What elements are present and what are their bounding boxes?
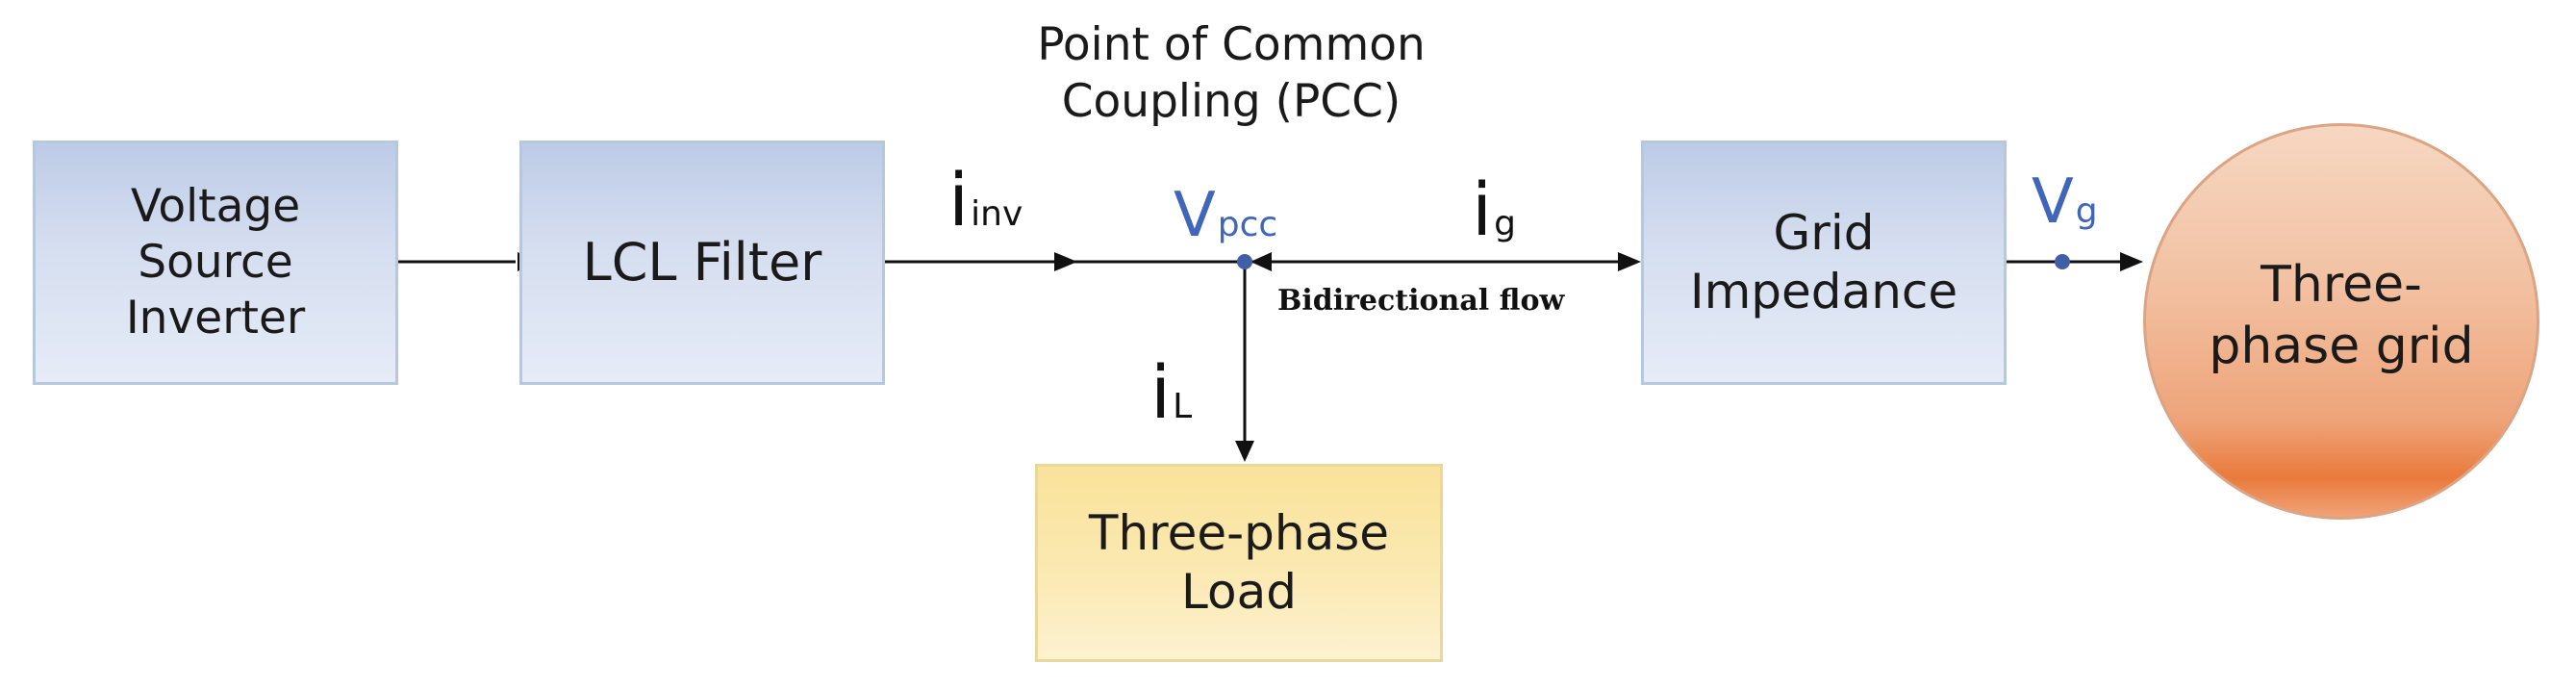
voltage-source-inverter-block: Voltage Source Inverter [33,140,398,385]
v-g-sub: g [2075,191,2098,231]
arrowhead-bidirectional-left [1250,252,1272,271]
i-g-main: i [1472,166,1493,252]
grid-line-1: Three- [2260,256,2422,315]
load-line-2: Load [1181,564,1297,620]
i-g-sub: g [1494,204,1516,243]
lcl-filter-block: LCL Filter [519,140,885,385]
v-pcc-main: V [1174,180,1216,251]
bidirectional-flow-label: Bidirectional flow [1277,284,1565,318]
pcc-node [1237,254,1252,269]
v-g-main: V [2032,166,2074,238]
lcl-filter-label: LCL Filter [582,231,822,293]
grid-line-2: phase grid [2209,318,2474,375]
pcc-title-line-2: Coupling (PCC) [1061,74,1402,128]
i-l-main: i [1150,349,1172,435]
v-pcc-sub: pcc [1217,205,1278,244]
label-i-g: ig [1472,173,1516,246]
pcc-title-line-1: Point of Common [1037,18,1426,71]
label-v-pcc: Vpcc [1174,185,1277,246]
vsi-line-1: Voltage [130,180,301,234]
arrowhead-i-l [1235,441,1254,462]
grid-impedance-block: Grid Impedance [1641,140,2007,385]
arrowhead-i-inv [1054,252,1077,271]
arrowhead-to-grid [2120,252,2143,271]
i-l-sub: L [1173,387,1193,426]
i-inv-main: i [948,157,970,242]
label-i-inv: iinv [948,164,1023,237]
load-line-1: Three-phase [1088,504,1390,561]
grid-impedance-line-2: Impedance [1689,264,1958,319]
vg-node [2055,254,2070,269]
arrowhead-bidirectional-right [1618,252,1641,271]
label-v-g: Vg [2032,171,2098,233]
i-inv-sub: inv [971,194,1023,234]
pcc-title: Point of Common Coupling (PCC) [962,17,1501,131]
three-phase-grid-source: Three- phase grid [2143,123,2539,520]
label-i-l: iL [1150,356,1192,429]
three-phase-load-block: Three-phase Load [1035,464,1443,662]
grid-impedance-line-1: Grid [1773,204,1875,261]
vsi-line-3: Inverter [125,291,306,344]
vsi-line-2: Source [138,236,293,290]
